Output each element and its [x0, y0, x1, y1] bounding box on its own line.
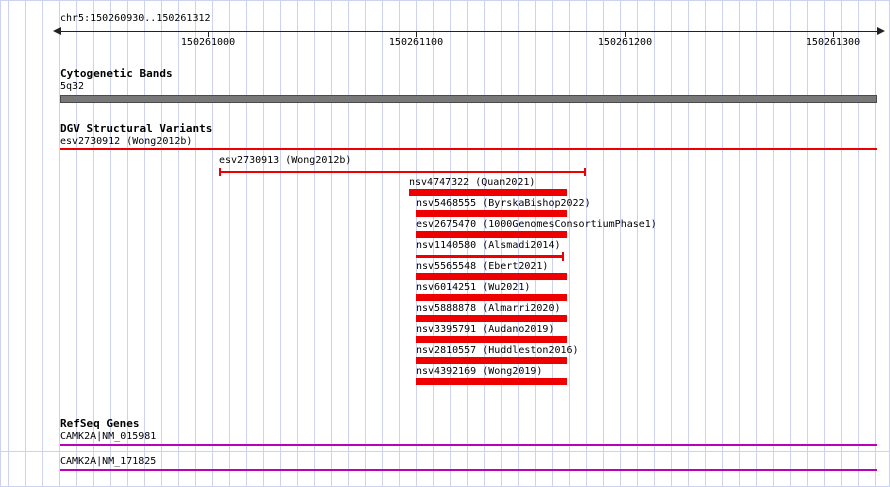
variant-bar[interactable]	[416, 210, 567, 217]
variant-line[interactable]	[416, 255, 562, 258]
variant-label[interactable]: esv2730912 (Wong2012b)	[60, 136, 193, 147]
variant-bar[interactable]	[416, 315, 567, 322]
ruler-tick	[833, 31, 834, 37]
variant-row: nsv4392169 (Wong2019)	[1, 366, 889, 386]
cytoband-bar[interactable]	[60, 95, 877, 103]
gene-line[interactable]	[60, 469, 877, 471]
variant-bar[interactable]	[416, 273, 567, 280]
variant-row: esv2675470 (1000GenomesConsortiumPhase1)	[1, 219, 889, 239]
gene-label[interactable]: CAMK2A|NM_171825	[60, 456, 157, 467]
variant-row: nsv5888878 (Almarri2020)	[1, 303, 889, 323]
gene-line[interactable]	[60, 444, 877, 446]
variant-row: nsv4747322 (Quan2021)	[1, 177, 889, 197]
variant-bar[interactable]	[416, 336, 567, 343]
variant-range-line[interactable]	[219, 171, 586, 173]
variant-right-cap	[562, 252, 564, 261]
ruler-tick	[625, 31, 626, 37]
track-separator	[1, 451, 889, 452]
variant-label[interactable]: nsv1140580 (Alsmadi2014)	[416, 240, 561, 251]
ruler-tick-label: 150261000	[180, 37, 236, 48]
variant-label[interactable]: nsv4392169 (Wong2019)	[416, 366, 543, 377]
ruler-tick-label: 150261300	[805, 37, 861, 48]
ruler-tick-label: 150261200	[597, 37, 653, 48]
variant-row: nsv5468555 (ByrskaBishop2022)	[1, 198, 889, 218]
variant-bar[interactable]	[416, 357, 567, 364]
variant-label[interactable]: nsv4747322 (Quan2021)	[409, 177, 536, 188]
variant-bar[interactable]	[416, 378, 567, 385]
variant-label[interactable]: esv2675470 (1000GenomesConsortiumPhase1)	[416, 219, 657, 230]
variant-bar[interactable]	[409, 189, 567, 196]
cytoband-label: 5q32	[60, 81, 85, 92]
region-label: chr5:150260930..150261312	[60, 13, 211, 24]
variant-label[interactable]: nsv6014251 (Wu2021)	[416, 282, 531, 293]
section-title-refseq-genes: RefSeq Genes	[60, 417, 140, 430]
variant-range-right-cap	[584, 168, 586, 176]
variant-label[interactable]: nsv5565548 (Ebert2021)	[416, 261, 549, 272]
ruler-tick	[416, 31, 417, 37]
variant-row: nsv1140580 (Alsmadi2014)	[1, 240, 889, 261]
ruler-tick-label: 150261100	[388, 37, 444, 48]
variant-label[interactable]: nsv5888878 (Almarri2020)	[416, 303, 561, 314]
ruler-left-arrow-icon	[53, 27, 61, 35]
gene-label[interactable]: CAMK2A|NM_015981	[60, 431, 157, 442]
section-title-cytogenetic-bands: Cytogenetic Bands	[60, 67, 173, 80]
variant-row: nsv6014251 (Wu2021)	[1, 282, 889, 302]
variant-label[interactable]: nsv5468555 (ByrskaBishop2022)	[416, 198, 591, 209]
variant-label[interactable]: nsv2810557 (Huddleston2016)	[416, 345, 579, 356]
variant-range-left-cap	[219, 168, 221, 176]
variant-row: nsv5565548 (Ebert2021)	[1, 261, 889, 281]
variant-row: nsv3395791 (Audano2019)	[1, 324, 889, 344]
variant-label[interactable]: esv2730913 (Wong2012b)	[219, 155, 352, 166]
section-title-dgv-structural-variants: DGV Structural Variants	[60, 122, 213, 135]
variant-bar[interactable]	[416, 231, 567, 238]
variant-label[interactable]: nsv3395791 (Audano2019)	[416, 324, 555, 335]
ruler-right-arrow-icon	[877, 27, 885, 35]
variant-span-line[interactable]	[60, 148, 877, 150]
variant-row: nsv2810557 (Huddleston2016)	[1, 345, 889, 365]
ruler-axis	[60, 31, 877, 32]
variant-bar[interactable]	[416, 294, 567, 301]
ruler-tick	[208, 31, 209, 37]
